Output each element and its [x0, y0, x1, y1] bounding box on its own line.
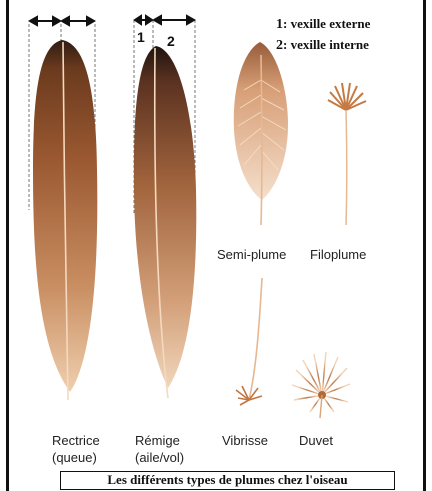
- filoplume-feather: [328, 83, 366, 225]
- figure-caption: Les différents types de plumes chez l'oi…: [60, 471, 395, 490]
- label-remige-detail: (aile/vol): [135, 449, 184, 466]
- remige-feather: [134, 46, 196, 398]
- legend-item-2-number: 2: [276, 38, 283, 53]
- label-vibrisse: Vibrisse: [222, 432, 268, 449]
- label-remige: Rémige (aile/vol): [135, 432, 184, 466]
- vibrisse-feather: [236, 278, 262, 405]
- tag-one: 1: [137, 29, 145, 45]
- semi-plume-feather: [234, 42, 288, 225]
- legend-item-2: 2: vexille interne: [276, 37, 369, 54]
- label-remige-name: Rémige: [135, 432, 184, 449]
- label-rectrice: Rectrice (queue): [52, 432, 100, 466]
- duvet-feather: [292, 352, 350, 418]
- width-arrows: [30, 16, 194, 25]
- label-filoplume: Filoplume: [310, 246, 366, 263]
- label-duvet: Duvet: [299, 432, 333, 449]
- tag-two: 2: [167, 33, 175, 49]
- rectrice-feather: [33, 40, 97, 400]
- label-rectrice-detail: (queue): [52, 449, 100, 466]
- label-rectrice-name: Rectrice: [52, 432, 100, 449]
- legend-item-2-text: : vexille interne: [283, 37, 369, 52]
- label-semi-plume: Semi-plume: [217, 246, 286, 263]
- legend-item-1-number: 1: [276, 17, 283, 32]
- legend-item-1-text: : vexille externe: [283, 16, 370, 31]
- legend-item-1: 1: vexille externe: [276, 16, 370, 33]
